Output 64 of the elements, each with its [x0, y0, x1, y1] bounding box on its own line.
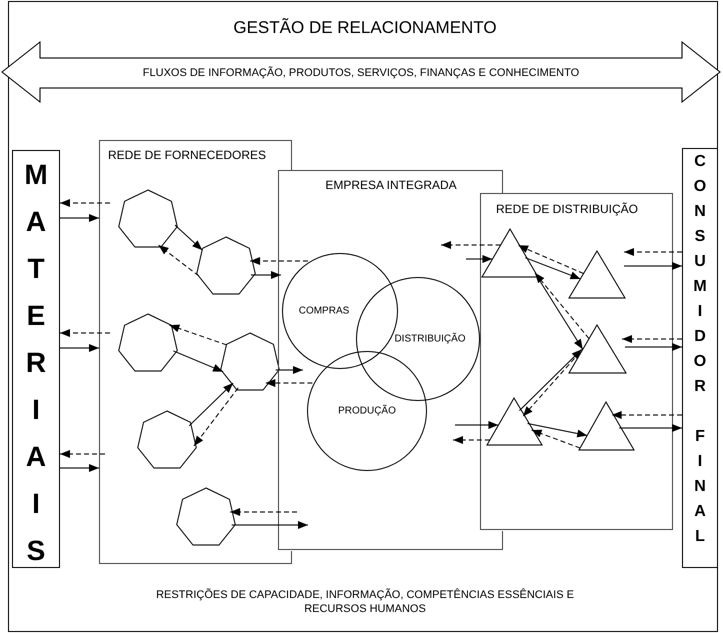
flow-arrow — [188, 382, 234, 426]
function-circle — [356, 277, 480, 401]
dashed-flow-arrow — [534, 272, 590, 340]
dashed-flow-arrow — [531, 429, 581, 449]
triangle — [487, 398, 542, 445]
dashed-flow-arrow — [452, 436, 490, 444]
dashed-flow-arrow — [624, 248, 682, 256]
circle-label: DISTRIBUIÇÃO — [394, 334, 466, 344]
heptagon — [220, 333, 280, 393]
flow-arrow — [518, 348, 582, 412]
dashed-flow-arrow — [193, 387, 239, 446]
panel-heading: REDE DE DISTRIBUIÇÃO — [496, 202, 638, 216]
dashed-flow-arrow — [622, 335, 682, 343]
flow-arrow — [275, 366, 304, 374]
triangle — [569, 325, 626, 373]
heptagon — [118, 190, 178, 250]
heptagon — [137, 411, 197, 471]
flow-arrow — [624, 262, 682, 270]
caption: RESTRIÇÕES DE CAPACIDADE, INFORMAÇÃO, COMPETÊNCIAS ESSÊNCIAIS E RECURSOS HUMANOS — [155, 588, 575, 616]
double-arrow-banner — [2, 42, 720, 102]
vertical-label-box — [12, 150, 60, 568]
function-circle — [307, 351, 427, 471]
vertical-label-box — [682, 148, 718, 568]
panel-heading: REDE DE FORNECEDORES — [108, 148, 266, 162]
dashed-flow-arrow — [60, 450, 106, 458]
heptagon — [176, 488, 236, 548]
dashed-flow-arrow — [440, 241, 502, 249]
flow-arrow — [60, 214, 100, 222]
flow-arrow — [524, 257, 581, 280]
flow-arrow — [454, 421, 499, 429]
panel-heading: EMPRESA INTEGRADA — [324, 178, 458, 192]
dashed-flow-arrow — [522, 352, 580, 417]
flow-arrow — [250, 271, 282, 279]
dashed-flow-arrow — [250, 257, 308, 265]
dashed-flow-arrow — [60, 329, 110, 337]
dashed-flow-arrow — [518, 244, 584, 274]
dashed-flow-arrow — [264, 379, 313, 387]
heptagon — [118, 314, 178, 374]
heptagon — [196, 237, 256, 297]
flow-arrow — [618, 424, 682, 432]
flow-arrow — [174, 224, 203, 251]
network-panel — [480, 193, 673, 530]
circle-label: PRODUÇÃO — [338, 406, 396, 416]
triangle — [579, 402, 634, 450]
flow-arrow — [231, 521, 308, 529]
dashed-flow-arrow — [230, 508, 298, 516]
diagram-title: GESTÃO DE RELACIONAMENTO — [232, 18, 498, 38]
flow-arrow — [466, 255, 493, 263]
vertical-label: CONSUMIDOR FINAL — [692, 152, 708, 547]
flow-arrow — [60, 464, 100, 472]
banner-text: FLUXOS DE INFORMAÇÃO, PRODUTOS, SERVIÇOS, FINANÇAS E CONHECIMENTO — [142, 67, 580, 79]
vertical-label: MATERIAIS — [23, 158, 49, 567]
flow-arrow — [172, 350, 224, 372]
triangle — [482, 229, 538, 277]
flow-arrow — [624, 343, 682, 351]
network-panel — [99, 140, 292, 564]
triangle — [569, 251, 625, 298]
dashed-flow-arrow — [158, 244, 200, 276]
dashed-flow-arrow — [60, 199, 110, 207]
circle-label: COMPRAS — [298, 306, 350, 316]
flow-arrow — [527, 423, 588, 438]
dashed-flow-arrow — [168, 324, 228, 346]
flow-arrow — [60, 344, 100, 352]
dashed-flow-arrow — [611, 411, 682, 419]
